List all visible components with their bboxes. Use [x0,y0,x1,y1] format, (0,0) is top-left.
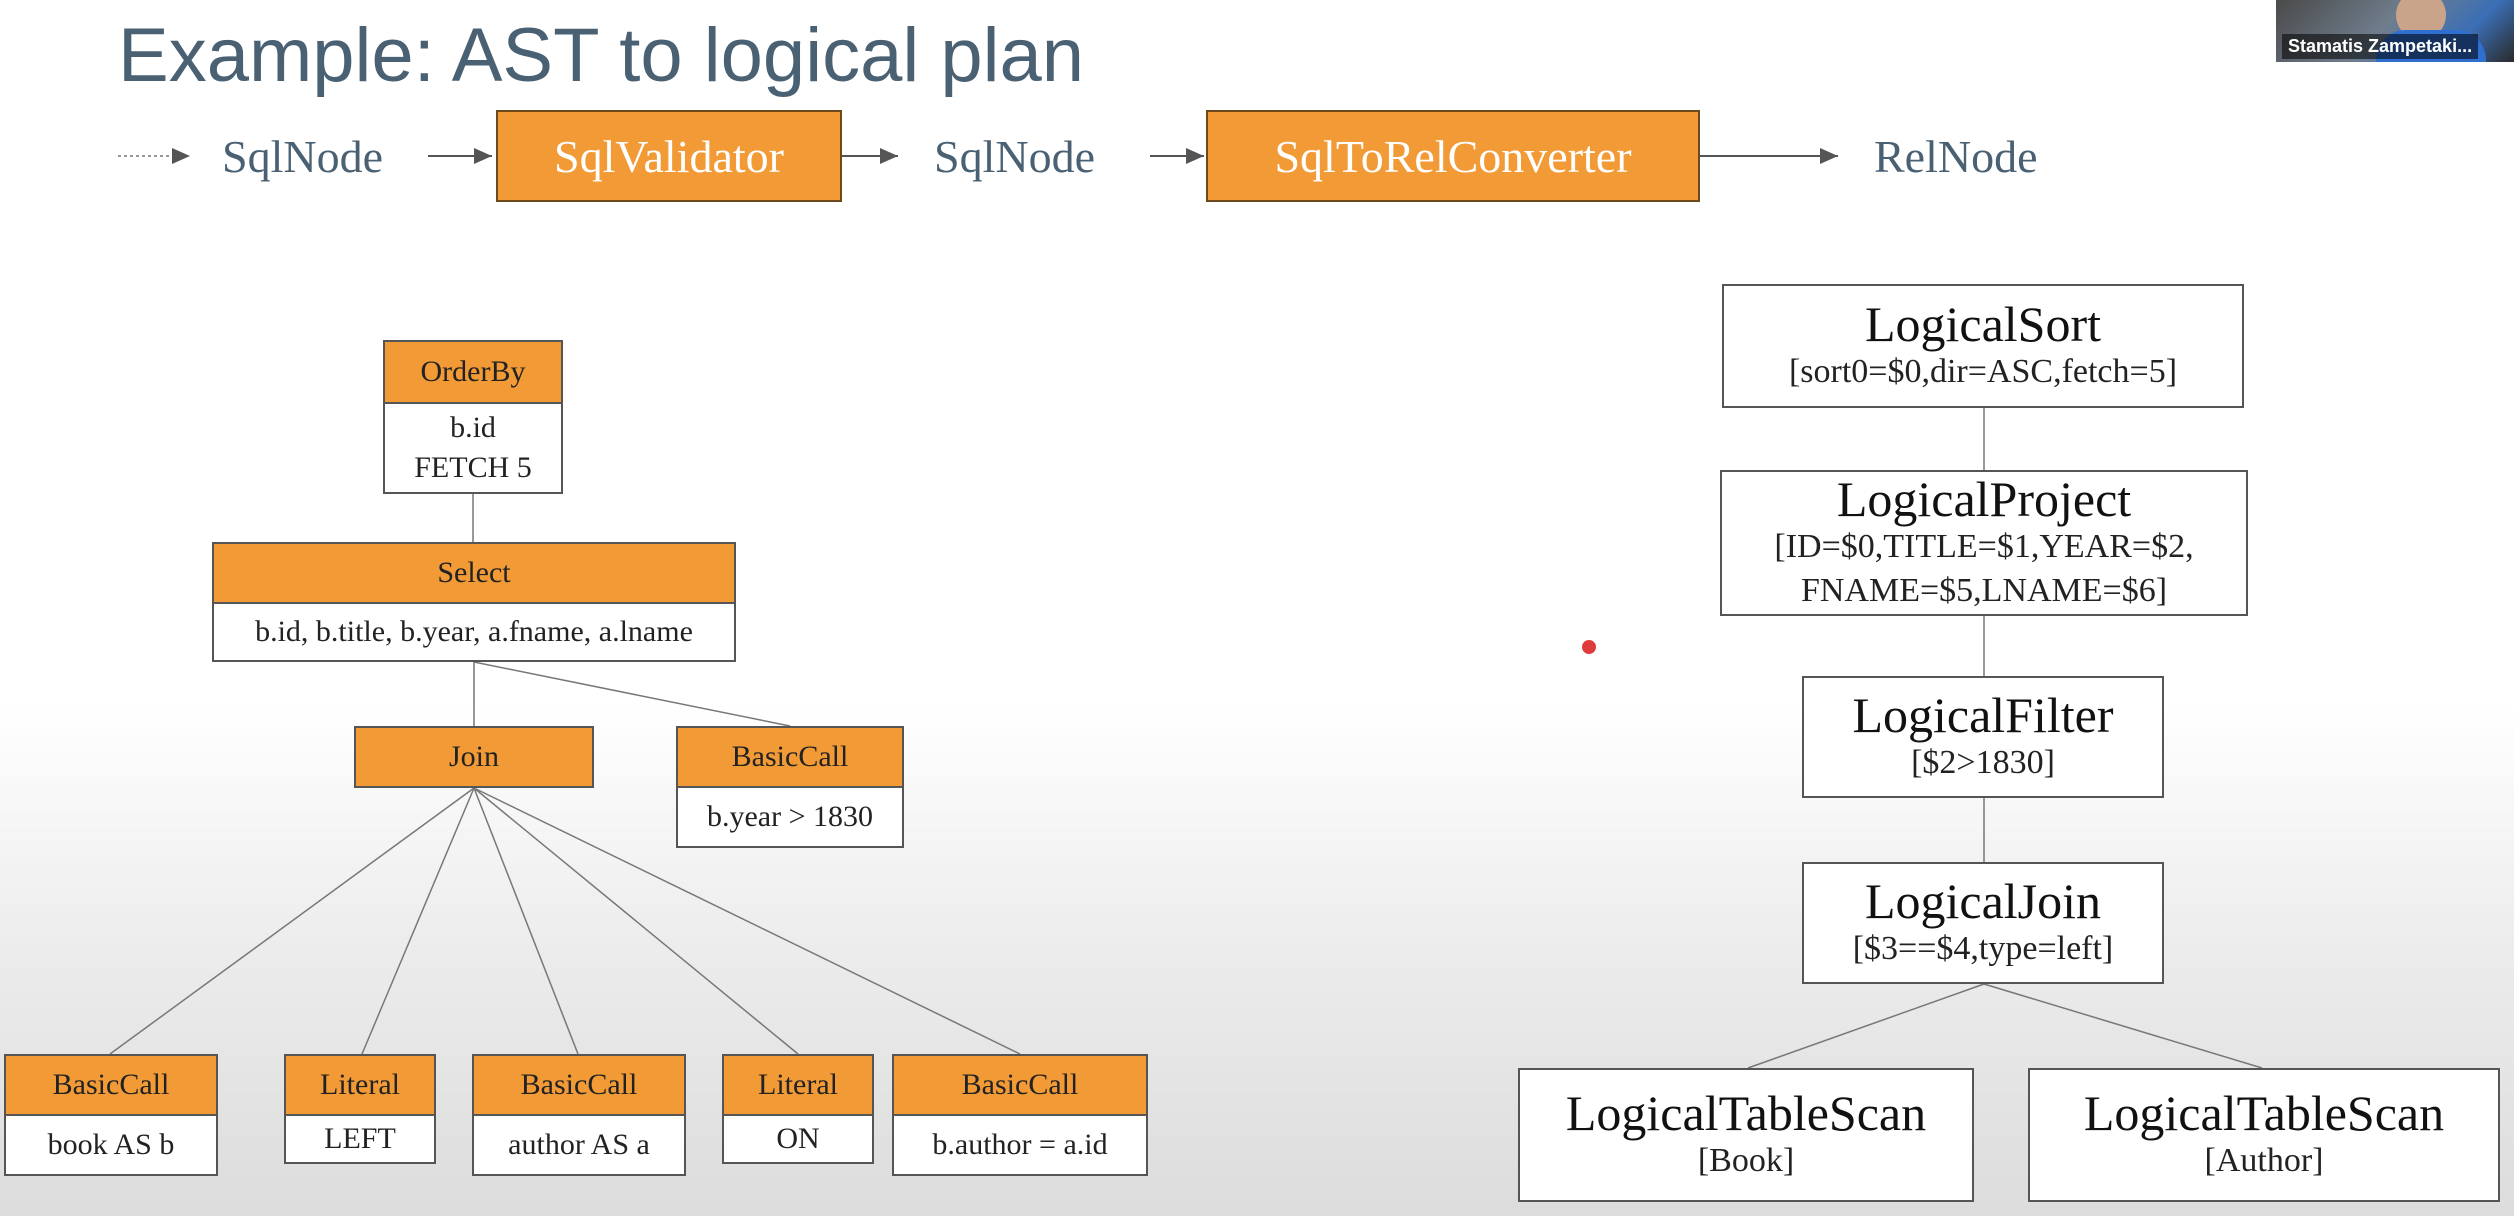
presenter-video: Stamatis Zampetaki... [2276,0,2514,62]
ast-node-leaf-book-body: book AS b [6,1116,216,1174]
ast-node-leaf-author-body: author AS a [474,1116,684,1174]
pipeline-sqltorelconverter-box: SqlToRelConverter [1206,110,1700,202]
plan-node-scan-author: LogicalTableScan [Author] [2028,1068,2500,1202]
ast-node-select-line: b.id, b.title, b.year, a.fname, a.lname [255,614,693,648]
ast-node-leaf-condition-body: b.author = a.id [894,1116,1146,1174]
ast-node-where-body: b.year > 1830 [678,788,902,846]
plan-node-filter: LogicalFilter [$2>1830] [1802,676,2164,798]
plan-node-scan-book: LogicalTableScan [Book] [1518,1068,1974,1202]
ast-node-orderby-line: FETCH 5 [414,451,532,484]
ast-node-leaf-on-line: ON [776,1121,820,1155]
ast-node-leaf-condition: BasicCall b.author = a.id [892,1054,1148,1176]
plan-node-project-attr: FNAME=$5,LNAME=$6] [1800,572,2168,610]
plan-node-filter-attr: [$2>1830] [1911,744,2055,782]
plan-node-scan-book-name: LogicalTableScan [1565,1084,1927,1141]
ast-node-leaf-author-head: BasicCall [474,1056,684,1116]
plan-node-join-attr: [$3==$4,type=left] [1852,930,2114,968]
plan-node-join-name: LogicalJoin [1864,872,2102,929]
ast-node-where: BasicCall b.year > 1830 [676,726,904,848]
ast-node-leaf-on: Literal ON [722,1054,874,1164]
ast-node-leaf-condition-line: b.author = a.id [932,1127,1108,1161]
ast-node-select-body: b.id, b.title, b.year, a.fname, a.lname [214,604,734,660]
plan-node-sort-name: LogicalSort [1864,295,2102,352]
ast-node-orderby-body: b.id FETCH 5 [385,404,561,492]
pipeline-sqlnode-2: SqlNode [934,131,1095,182]
ast-node-leaf-left-line: LEFT [324,1121,396,1155]
ast-node-orderby: OrderBy b.id FETCH 5 [383,340,563,494]
plan-node-project-name: LogicalProject [1836,470,2132,527]
ast-node-leaf-condition-head: BasicCall [894,1056,1146,1116]
plan-node-scan-book-attr: [Book] [1697,1142,1795,1180]
plan-node-project: LogicalProject [ID=$0,TITLE=$1,YEAR=$2, … [1720,470,2248,616]
ast-node-select-head: Select [214,544,734,604]
presenter-name-caption: Stamatis Zampetaki... [2282,34,2479,59]
laser-pointer-dot [1582,640,1596,654]
ast-node-join: Join [354,726,594,788]
plan-node-scan-author-attr: [Author] [2204,1142,2324,1180]
ast-node-leaf-left: Literal LEFT [284,1054,436,1164]
ast-links [109,494,1021,1055]
slide-title: Example: AST to logical plan [118,13,1085,98]
ast-node-leaf-book-head: BasicCall [6,1056,216,1116]
ast-node-leaf-on-head: Literal [724,1056,872,1116]
ast-node-leaf-left-head: Literal [286,1056,434,1116]
pipeline-sqlvalidator-box: SqlValidator [496,110,842,202]
ast-node-leaf-book: BasicCall book AS b [4,1054,218,1176]
ast-node-leaf-book-line: book AS b [47,1127,175,1161]
ast-node-leaf-author: BasicCall author AS a [472,1054,686,1176]
ast-node-where-line: b.year > 1830 [706,799,874,833]
plan-node-sort: LogicalSort [sort0=$0,dir=ASC,fetch=5] [1722,284,2244,408]
plan-node-scan-author-name: LogicalTableScan [2083,1084,2445,1141]
plan-node-join: LogicalJoin [$3==$4,type=left] [1802,862,2164,984]
plan-node-project-attr: [ID=$0,TITLE=$1,YEAR=$2, [1774,528,2194,566]
ast-node-join-head: Join [356,728,592,786]
ast-node-leaf-left-body: LEFT [286,1116,434,1162]
ast-node-leaf-on-body: ON [724,1116,872,1162]
ast-node-orderby-line: b.id [450,410,496,444]
plan-node-sort-attr: [sort0=$0,dir=ASC,fetch=5] [1788,353,2178,391]
ast-node-where-head: BasicCall [678,728,902,788]
ast-node-leaf-author-line: author AS a [508,1127,650,1161]
pipeline-relnode: RelNode [1874,131,2038,182]
plan-node-filter-name: LogicalFilter [1852,686,2114,743]
pipeline-sqlnode-1: SqlNode [222,131,383,182]
plan-links [1747,408,2263,1069]
ast-node-orderby-head: OrderBy [385,342,561,404]
ast-node-select: Select b.id, b.title, b.year, a.fname, a… [212,542,736,662]
